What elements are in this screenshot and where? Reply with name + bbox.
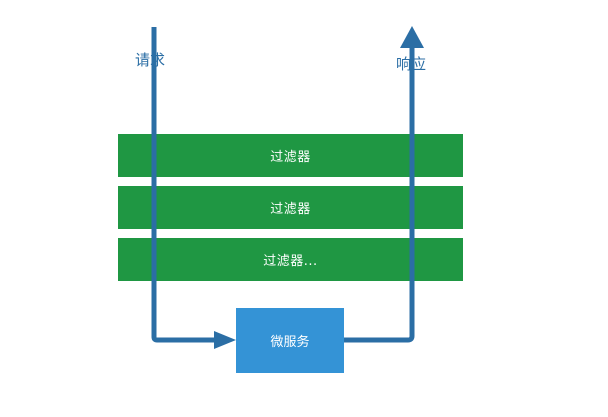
request-label: 请求: [135, 51, 166, 69]
response-arrowhead: [400, 26, 424, 48]
microservice-box: 微服务: [236, 308, 344, 373]
filter-bar-1: 过滤器: [118, 134, 463, 177]
request-flow-line: [151, 27, 218, 343]
response-label: 响应: [396, 55, 427, 73]
response-flow-line: [344, 46, 415, 343]
filter-bar-3: 过滤器...: [118, 238, 463, 281]
filter-label-1: 过滤器: [270, 150, 311, 165]
microservice-label: 微服务: [270, 335, 310, 350]
filter-label-2: 过滤器: [270, 202, 311, 217]
filter-label-3: 过滤器...: [263, 254, 318, 269]
request-arrowhead: [214, 331, 236, 349]
filter-bar-2: 过滤器: [118, 186, 463, 229]
